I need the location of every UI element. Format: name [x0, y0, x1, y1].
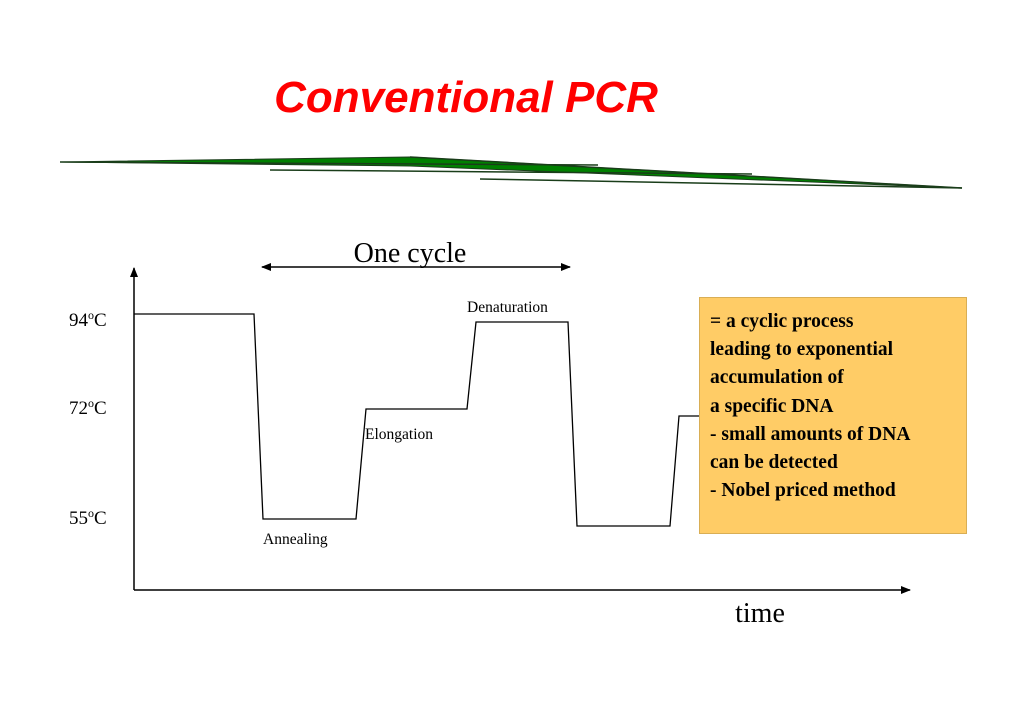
temperature-profile-line	[134, 314, 699, 526]
info-box-line: leading to exponential	[710, 336, 958, 364]
annealing-label: Annealing	[263, 531, 328, 548]
info-box: = a cyclic process leading to exponentia…	[699, 297, 967, 534]
temp-label-94: 94oC	[69, 308, 107, 331]
temp-label-72: 72oC	[69, 396, 107, 419]
info-box-line: - Nobel priced method	[710, 477, 958, 505]
info-box-line: accumulation of	[710, 364, 958, 392]
info-box-line: = a cyclic process	[710, 308, 958, 336]
temp-label-55: 55oC	[69, 506, 107, 529]
info-box-line: a specific DNA	[710, 393, 958, 421]
info-box-line: can be detected	[710, 449, 958, 477]
x-axis-label: time	[735, 598, 785, 629]
decorative-swoosh	[60, 157, 962, 188]
info-box-line: - small amounts of DNA	[710, 421, 958, 449]
one-cycle-label: One cycle	[354, 238, 467, 269]
denaturation-label: Denaturation	[467, 299, 548, 316]
elongation-label: Elongation	[365, 426, 433, 443]
